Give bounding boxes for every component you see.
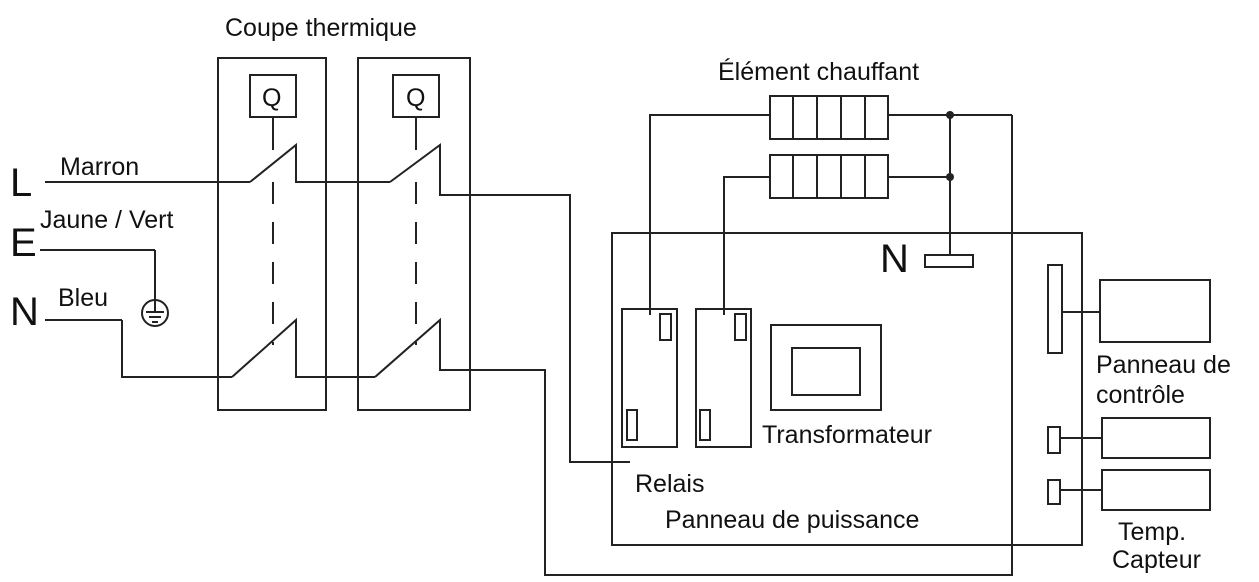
thermal-cutoff-box-2 (357, 57, 471, 411)
temp-sensor-2 (1101, 469, 1211, 511)
line-N-route (121, 320, 232, 378)
line-N-color-label: Bleu (58, 284, 108, 312)
temp-sensor-label-2: Capteur (1112, 546, 1201, 574)
power-board-label: Panneau de puissance (665, 506, 919, 534)
svg-text:Q: Q (262, 84, 281, 112)
thermal-switch-contacts-2 (326, 143, 470, 378)
breaker-q-symbol-1: Q (249, 74, 297, 150)
control-panel (1099, 279, 1211, 343)
line-E-color-label: Jaune / Vert (40, 206, 173, 234)
heating-element-1 (769, 95, 889, 140)
line-E-letter: E (10, 221, 37, 265)
neutral-terminal-label: N (880, 237, 909, 281)
junction-dot-1 (946, 111, 954, 119)
relay-label: Relais (635, 470, 704, 498)
svg-text:Q: Q (406, 84, 425, 112)
control-panel-label-1: Panneau de (1096, 351, 1231, 379)
thermal-switch-contacts-1 (231, 142, 326, 378)
junction-dot-2 (946, 173, 954, 181)
transformer-label: Transformateur (762, 421, 932, 449)
line-L-letter: L (10, 161, 32, 205)
wire-neutral-out (470, 115, 1013, 576)
line-N-letter: N (10, 290, 39, 334)
heating-element-label: Élément chauffant (718, 57, 919, 86)
line-L-color-label: Marron (60, 153, 139, 181)
transformer (770, 324, 882, 411)
control-panel-label-2: contrôle (1096, 381, 1185, 409)
wire-live-out (470, 194, 630, 463)
neutral-terminal (924, 254, 974, 268)
temp-sensor-connector-2 (1047, 479, 1061, 505)
control-panel-connector (1047, 264, 1063, 354)
power-board (611, 232, 1083, 546)
thermal-cutoff-title: Coupe thermique (225, 14, 417, 42)
heating-element-2 (769, 154, 889, 199)
temp-sensor-connector-1 (1047, 426, 1061, 454)
earth-ground-icon (141, 299, 169, 327)
temp-sensor-label-1: Temp. (1118, 518, 1186, 546)
relay-2 (695, 308, 752, 448)
breaker-q-symbol-2: Q (392, 74, 440, 150)
wire-he1-left (649, 114, 770, 315)
relay-1 (621, 308, 678, 448)
wire-he2-left (723, 176, 770, 315)
temp-sensor-1 (1101, 417, 1211, 459)
thermal-cutoff-box-1 (217, 57, 327, 411)
